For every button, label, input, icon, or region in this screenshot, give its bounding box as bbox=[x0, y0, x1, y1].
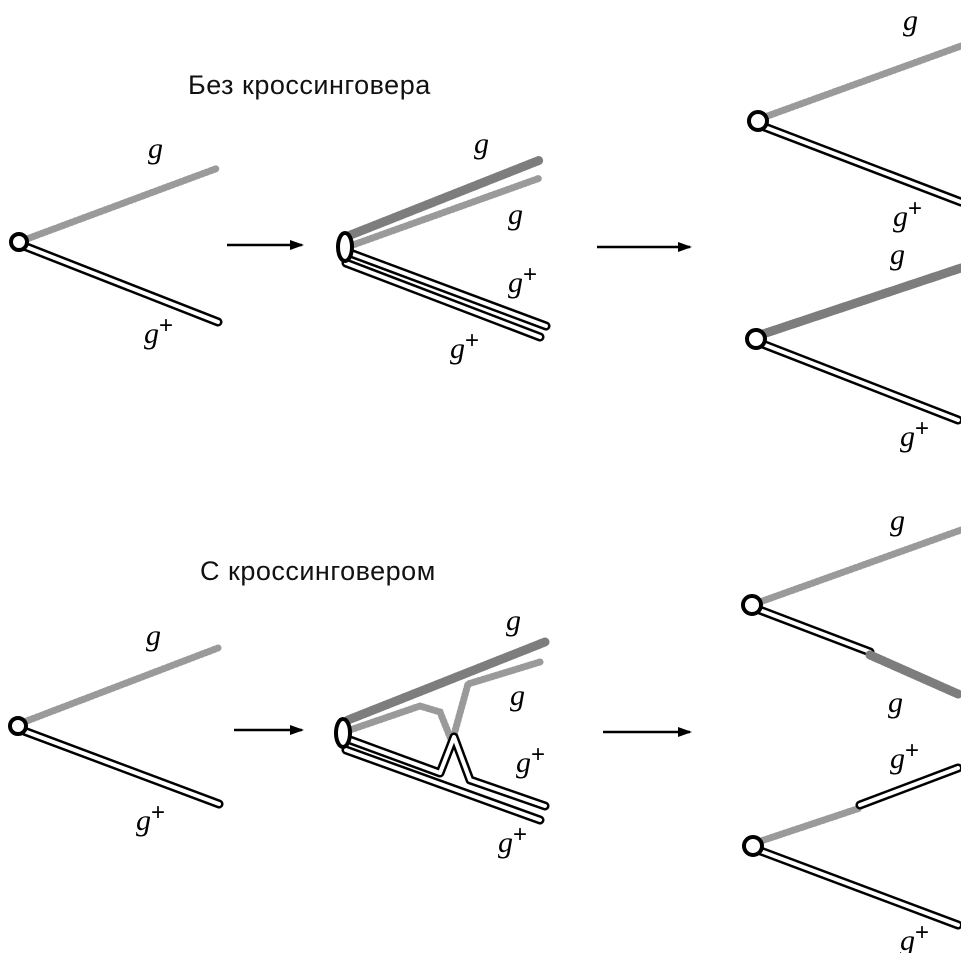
label-g: g bbox=[508, 198, 523, 231]
label-g-plus: g+ bbox=[900, 415, 929, 453]
label-g-plus: g+ bbox=[498, 821, 527, 859]
chromosome-replicated-crossover bbox=[334, 637, 550, 825]
label-g: g bbox=[888, 686, 903, 719]
label-g: g bbox=[474, 127, 489, 160]
centromere bbox=[747, 110, 769, 132]
label-g-plus: g+ bbox=[516, 741, 545, 779]
centromere bbox=[9, 232, 29, 252]
chromatid-g-grey-2 bbox=[346, 174, 544, 250]
centromere bbox=[336, 231, 354, 263]
chromatid-g-grey bbox=[753, 526, 961, 607]
centromere bbox=[742, 835, 764, 857]
label-g-plus: g+ bbox=[136, 799, 165, 837]
label-g-plus: g+ bbox=[508, 261, 537, 299]
chromatid-g-grey bbox=[20, 164, 222, 244]
label-g: g bbox=[890, 504, 905, 537]
product-recombinant-2 bbox=[742, 763, 961, 930]
label-g: g bbox=[148, 132, 163, 165]
centromere bbox=[334, 717, 352, 749]
chromatid-g-grey bbox=[758, 42, 961, 122]
chromatid-g-grey bbox=[20, 644, 222, 726]
product-recombinant-1 bbox=[741, 526, 961, 699]
chromatid-g-grey bbox=[755, 263, 961, 340]
chromatid-g-grey-segment bbox=[865, 650, 961, 699]
chromatid-g-grey-1 bbox=[343, 637, 550, 725]
chromatid-g-grey-1 bbox=[343, 155, 545, 241]
centromere bbox=[745, 328, 767, 350]
chromatid-g-grey-segment bbox=[754, 804, 864, 846]
centromere bbox=[8, 716, 28, 736]
label-g: g bbox=[506, 604, 521, 637]
label-g: g bbox=[146, 619, 161, 652]
product-chromosome-2 bbox=[745, 263, 961, 425]
chromosome-unreplicated-1 bbox=[9, 164, 223, 327]
title-no-crossover: Без кроссинговера bbox=[188, 70, 431, 100]
label-g: g bbox=[903, 4, 918, 37]
chromatid-g-grey-2 bbox=[346, 658, 544, 753]
chromosome-replicated-1 bbox=[336, 155, 551, 342]
product-chromosome-1 bbox=[747, 42, 961, 207]
centromere bbox=[741, 594, 763, 616]
chromosome-unreplicated-2 bbox=[8, 644, 224, 809]
label-g-plus: g+ bbox=[890, 737, 919, 775]
label-g-plus: g+ bbox=[893, 195, 922, 233]
label-g-plus: g+ bbox=[144, 312, 173, 350]
label-g-plus: g+ bbox=[450, 327, 479, 365]
label-g-plus: g+ bbox=[900, 919, 929, 953]
title-with-crossover: С кроссинговером bbox=[200, 556, 436, 586]
label-g: g bbox=[510, 679, 525, 712]
label-g: g bbox=[890, 238, 905, 271]
